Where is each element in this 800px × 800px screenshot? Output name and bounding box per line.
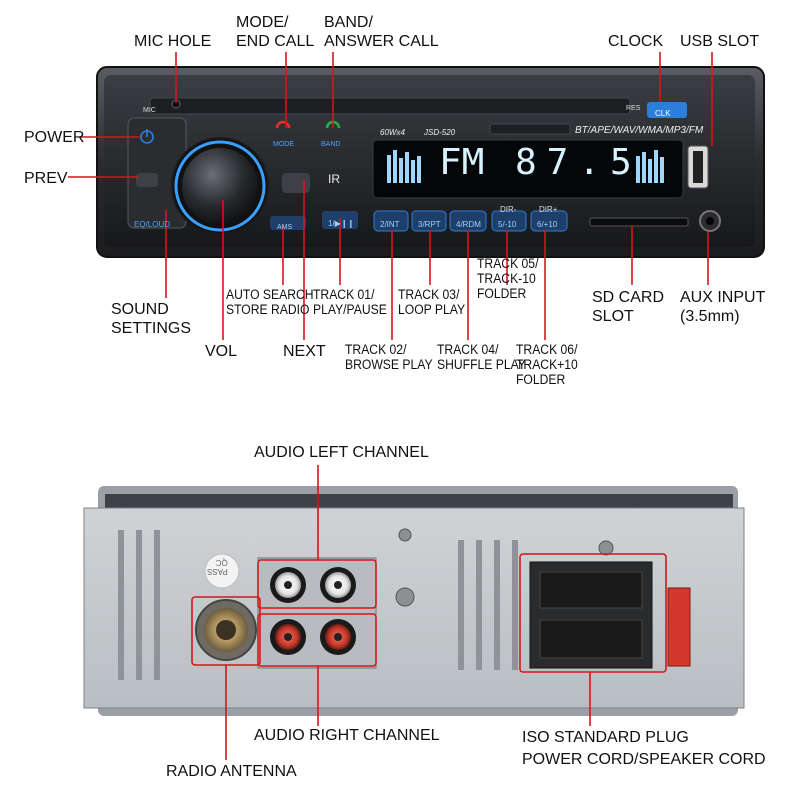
display-frequency: 87.5: [515, 142, 642, 183]
eq-bars-left: [387, 150, 421, 183]
callout-power: POWER: [24, 129, 85, 146]
sd-card-slot: [589, 217, 689, 227]
btn-6-plus10: [530, 210, 568, 232]
panel-btn3-text: 3/RPT: [418, 220, 441, 229]
panel-btn5-text: 5/-10: [498, 220, 517, 229]
panel-dir-plus-text: DIR+: [539, 205, 558, 214]
btn-5-minus10: [491, 210, 527, 232]
callout-radio-antenna: RADIO ANTENNA: [166, 763, 297, 780]
panel-power-rating: 60Wx4: [380, 128, 405, 137]
lcd-display: [372, 139, 684, 199]
callout-clock: CLOCK: [608, 33, 664, 50]
panel-ir-text: IR: [328, 172, 340, 186]
callout-mode-end-call: MODE/ END CALL: [236, 14, 315, 50]
callout-aux-input: AUX INPUT (3.5mm): [680, 289, 766, 325]
callout-next: NEXT: [283, 343, 326, 360]
panel-mode-text: MODE: [273, 141, 294, 148]
panel-eq-loud-text: EQ/LOUD: [134, 220, 171, 229]
panel-btn6-text: 6/+10: [537, 220, 558, 229]
screw-center: [395, 587, 415, 607]
btn-3-rpt: [411, 210, 447, 232]
panel-formats-text: BT/APE/WAV/WMA/MP3/FM: [575, 125, 704, 136]
callout-audio-left-channel: AUDIO LEFT CHANNEL: [254, 444, 429, 461]
callout-sd-card-slot: SD CARD SLOT: [592, 289, 665, 325]
btn-2-int: [373, 210, 409, 232]
panel-dir-minus-text: DIR-: [500, 205, 517, 214]
end-call-icon: [275, 120, 291, 129]
clock-button: [647, 102, 687, 118]
eq-bars-right: [636, 150, 664, 183]
callout-usb-slot: USB SLOT: [680, 33, 760, 50]
panel-btn4-text: 4/RDM: [456, 220, 481, 229]
callout-sound-settings: SOUND SETTINGS: [111, 301, 192, 337]
rear-vents: [118, 530, 518, 680]
callout-track05: TRACK 05/ TRACK-10 FOLDER: [477, 256, 539, 301]
pass-qc-text: PASS QC: [207, 558, 228, 576]
callout-track02: TRACK 02/ BROWSE PLAY: [345, 342, 433, 372]
callout-track03: TRACK 03/ LOOP PLAY: [398, 287, 466, 317]
screw-top: [398, 528, 412, 542]
callout-track01: TRACK 01/ PLAY/PAUSE: [313, 287, 387, 317]
next-button: [282, 173, 310, 193]
front-panel-unit: [96, 66, 765, 258]
panel-btn2-text: 2/INT: [380, 220, 400, 229]
callout-audio-right-channel: AUDIO RIGHT CHANNEL: [254, 727, 440, 744]
callout-vol: VOL: [205, 343, 238, 360]
panel-mic-text: MIC: [143, 107, 156, 114]
screw-right: [598, 540, 614, 556]
callout-mic-hole: MIC HOLE: [134, 33, 212, 50]
front-callout-lines: [68, 52, 713, 340]
display-band: FM: [438, 142, 485, 183]
iso-red-tab: [667, 587, 691, 667]
panel-res-text: RES: [626, 105, 641, 112]
rear-callout-lines: [191, 465, 667, 760]
callout-iso-plug: ISO STANDARD PLUG POWER CORD/SPEAKER COR…: [522, 729, 766, 768]
panel-band-text: BAND: [321, 141, 341, 148]
panel-model-text: JSD-520: [424, 128, 456, 137]
callout-auto-search: AUTO SEARCH STORE RADIO: [226, 287, 314, 317]
callout-track06: TRACK 06/ TRACK+10 FOLDER: [516, 342, 578, 387]
callout-track04: TRACK 04/ SHUFFLE PLAY: [437, 342, 526, 372]
rear-panel-unit: [83, 486, 745, 716]
ams-button: [270, 216, 306, 230]
panel-clk-text: CLK: [655, 109, 671, 118]
panel-ams-text: AMS: [277, 224, 293, 231]
callout-band-answer-call: BAND/ ANSWER CALL: [324, 14, 439, 50]
pass-qc-sticker: [204, 553, 240, 589]
callout-prev: PREV: [24, 170, 68, 187]
panel-play-text: 1/▶❙❙: [328, 219, 355, 228]
prev-button: [136, 173, 158, 187]
